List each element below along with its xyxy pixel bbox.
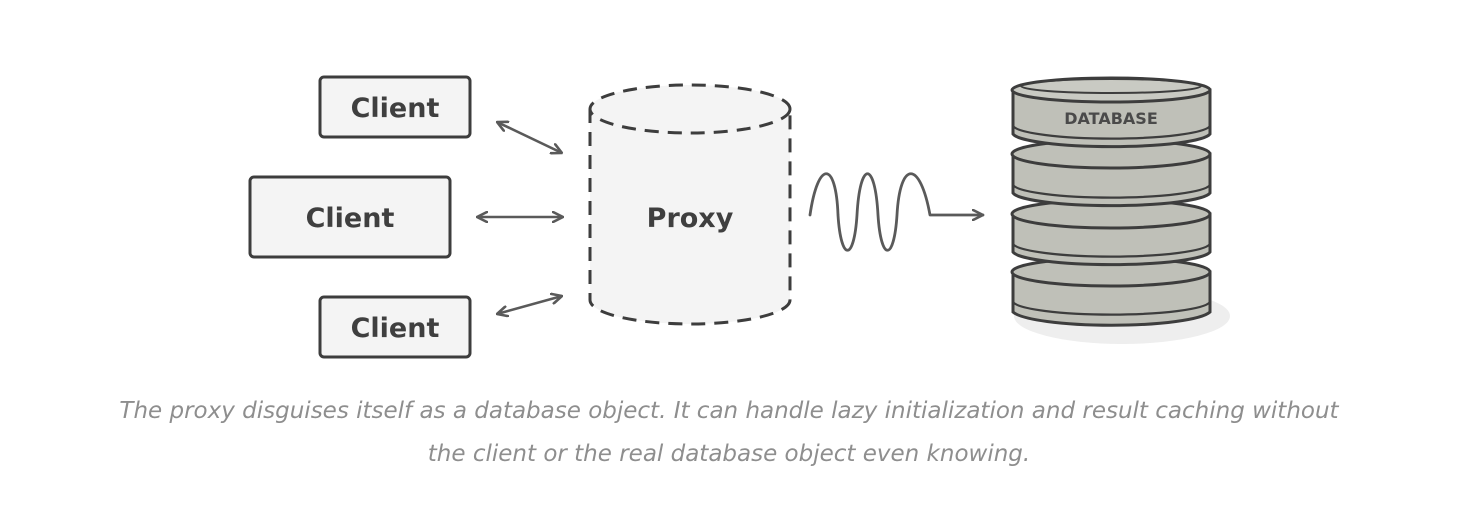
database-label: DATABASE: [1064, 109, 1158, 128]
caption-line-2: the client or the real database object e…: [427, 441, 1031, 467]
client-label-bottom: Client: [351, 313, 440, 344]
arrow-top: [497, 122, 562, 153]
client-label-middle: Client: [306, 203, 395, 234]
proxy-cylinder: Proxy: [588, 83, 792, 326]
arrow-bottom: [497, 296, 562, 314]
client-label-top: Client: [351, 93, 440, 124]
client-box-bottom: Client: [318, 295, 472, 359]
wave-arrow: [808, 172, 985, 252]
proxy-label: Proxy: [647, 203, 734, 234]
client-box-top: Client: [318, 75, 472, 139]
database-icon: DATABASE: [1010, 76, 1230, 344]
figure-caption: The proxy disguises itself as a database…: [60, 390, 1398, 476]
client-box-middle: Client: [248, 175, 452, 259]
arrows-client-proxy: [477, 122, 563, 314]
caption-line-1: The proxy disguises itself as a database…: [119, 398, 1339, 424]
proxy-diagram: Client Client Client Proxy: [248, 75, 1230, 359]
